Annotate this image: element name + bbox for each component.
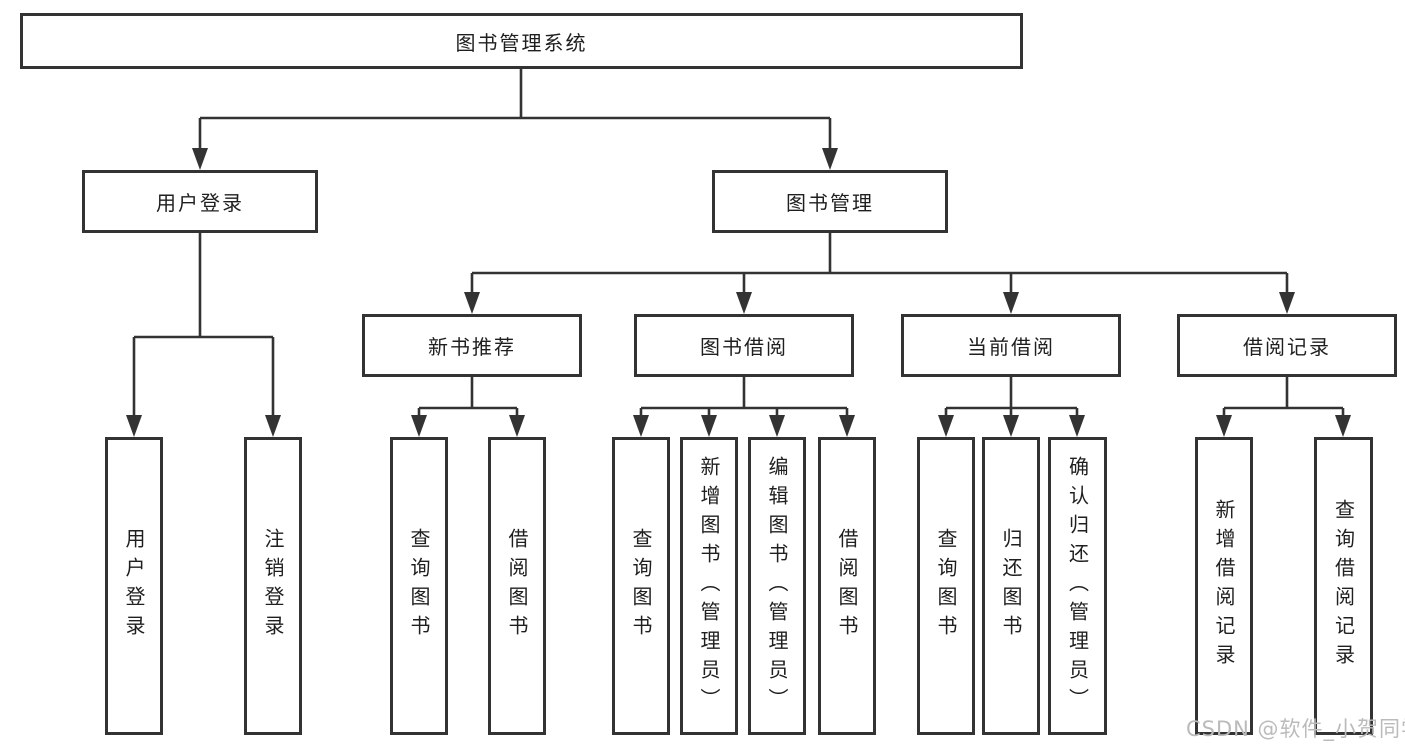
- connector-borrow-records-to-leaves: [1222, 377, 1345, 417]
- node-book-borrowing: 图书借阅: [634, 314, 854, 377]
- arrow-down-icon: [1279, 292, 1295, 314]
- arrow-down-icon: [701, 415, 717, 437]
- node-leaf-borrow-borrow-books: 借阅图书: [818, 437, 876, 735]
- arrow-down-icon: [822, 148, 838, 170]
- node-leaf-newbook-borrow-books: 借阅图书: [488, 437, 546, 735]
- connector-current-borrow-to-leaves: [944, 377, 1079, 417]
- node-leaf-borrow-query-books: 查询图书: [612, 437, 670, 735]
- node-library-management-system: 图书管理系统: [20, 13, 1023, 69]
- node-leaf-current-query-books: 查询图书: [917, 437, 975, 735]
- arrow-down-icon: [464, 292, 480, 314]
- arrow-down-icon: [633, 415, 649, 437]
- node-borrowing-records: 借阅记录: [1177, 314, 1397, 377]
- node-new-book-recommendation: 新书推荐: [362, 314, 582, 377]
- node-leaf-current-confirm-return-admin: 确认归还（管理员）: [1048, 437, 1107, 735]
- watermark: CSDN @软件_小贺同学: [1186, 717, 1405, 741]
- arrow-down-icon: [265, 415, 281, 437]
- arrow-down-icon: [839, 415, 855, 437]
- connector-new-book-to-leaves: [417, 377, 519, 417]
- arrowheads: [126, 148, 1351, 437]
- node-current-borrowing: 当前借阅: [901, 314, 1121, 377]
- arrow-down-icon: [192, 148, 208, 170]
- node-leaf-records-query-record: 查询借阅记录: [1314, 437, 1373, 735]
- arrow-down-icon: [1003, 415, 1019, 437]
- node-leaf-logout: 注销登录: [244, 437, 302, 735]
- arrow-down-icon: [1003, 292, 1019, 314]
- arrow-down-icon: [411, 415, 427, 437]
- arrow-down-icon: [509, 415, 525, 437]
- arrow-down-icon: [938, 415, 954, 437]
- node-leaf-records-add-record: 新增借阅记录: [1195, 437, 1253, 735]
- node-leaf-current-return-books: 归还图书: [982, 437, 1040, 735]
- connector-book-management-to-level2: [470, 233, 1289, 294]
- node-leaf-borrow-edit-books-admin: 编辑图书（管理员）: [748, 437, 806, 735]
- node-user-login-branch: 用户登录: [82, 170, 318, 233]
- arrow-down-icon: [1216, 415, 1232, 437]
- arrow-down-icon: [736, 292, 752, 314]
- connector-user-login-to-leaves: [132, 233, 275, 417]
- arrow-down-icon: [1069, 415, 1085, 437]
- arrow-down-icon: [126, 415, 142, 437]
- arrow-down-icon: [769, 415, 785, 437]
- connector-book-borrow-to-leaves: [639, 377, 849, 417]
- node-book-management-branch: 图书管理: [712, 170, 948, 233]
- node-leaf-user-login: 用户登录: [105, 437, 163, 735]
- arrow-down-icon: [1335, 415, 1351, 437]
- node-leaf-borrow-add-books-admin: 新增图书（管理员）: [680, 437, 738, 735]
- node-leaf-newbook-query-books: 查询图书: [390, 437, 448, 735]
- connector-root-to-level1: [198, 69, 832, 150]
